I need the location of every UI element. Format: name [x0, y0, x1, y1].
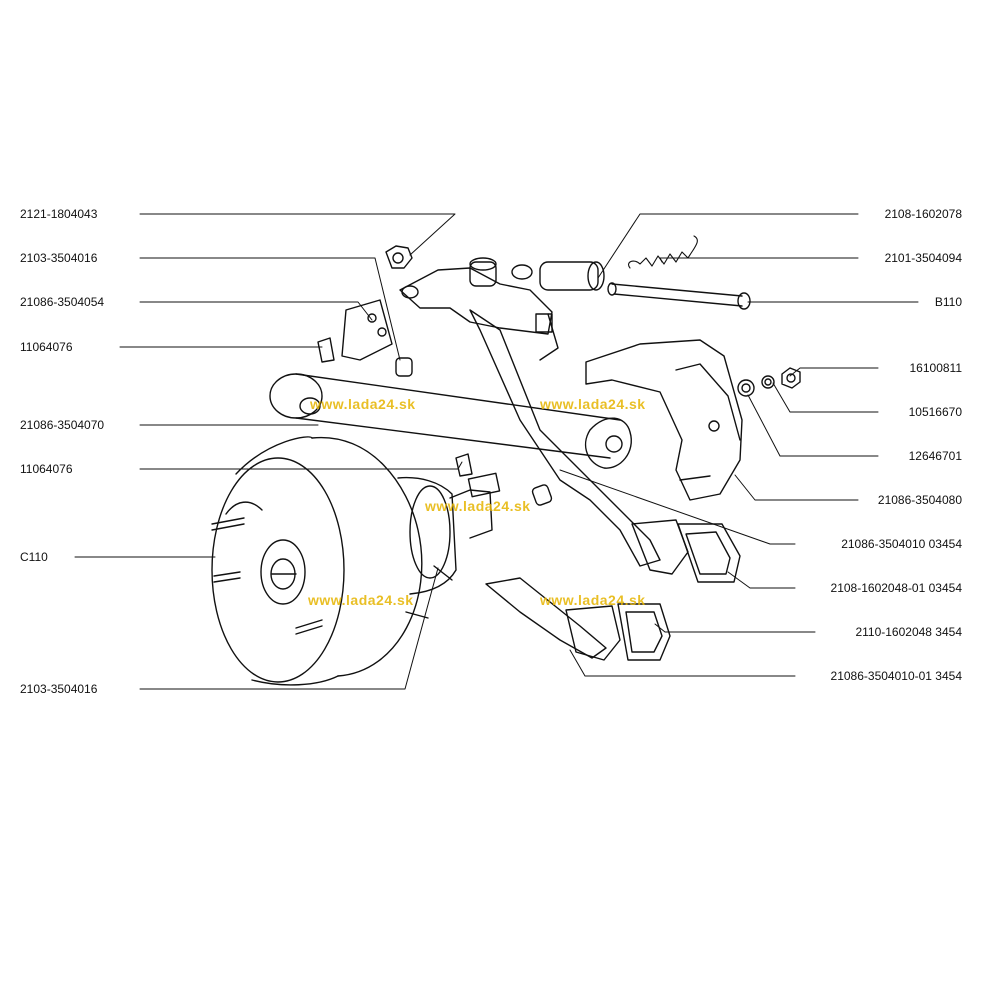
leader-lines — [74, 213, 919, 690]
label-21086-3504070: 21086-3504070 — [20, 418, 105, 432]
label-2108-1602048-01: 2108-1602048-01 03454 — [830, 581, 962, 595]
watermark: www.lada24.sk — [425, 498, 531, 514]
label-21086-3504054: 21086-3504054 — [20, 295, 105, 309]
pin-bushing — [511, 261, 605, 291]
clutch-pedal — [485, 577, 671, 661]
return-spring — [628, 235, 698, 269]
label-16100811: 16100811 — [909, 361, 963, 375]
label-10516670: 10516670 — [908, 405, 962, 419]
washers-nut — [737, 367, 801, 397]
pedal-shaft — [269, 373, 621, 459]
label-2101-3504094: 2101-3504094 — [884, 251, 962, 265]
watermark: www.lada24.sk — [540, 592, 646, 608]
label-11064076-bottom: 11064076 — [20, 462, 73, 476]
label-2103-3504016-top: 2103-3504016 — [20, 251, 98, 265]
label-c110: C110 — [20, 550, 48, 564]
label-2103-3504016-bottom: 2103-3504016 — [20, 682, 98, 696]
nut-top — [385, 245, 413, 269]
label-2110-1602048: 2110-1602048 3454 — [855, 625, 962, 639]
pedal-bracket — [399, 257, 559, 361]
label-21086-3504010-01: 21086-3504010-01 3454 — [830, 669, 962, 683]
clips-and-pins — [317, 299, 553, 506]
label-11064076-top: 11064076 — [20, 340, 73, 354]
axle-pin — [607, 282, 751, 310]
brake-booster — [211, 436, 501, 686]
label-b110: B110 — [934, 295, 962, 309]
watermark: www.lada24.sk — [308, 592, 414, 608]
brake-pedal — [469, 309, 741, 583]
label-12646701: 12646701 — [908, 449, 962, 463]
clutch-bracket — [585, 339, 743, 501]
watermark: www.lada24.sk — [310, 396, 416, 412]
label-21086-3504080: 21086-3504080 — [877, 493, 962, 507]
label-2108-1602078: 2108-1602078 — [884, 207, 962, 221]
label-21086-3504010: 21086-3504010 03454 — [841, 537, 962, 551]
watermark: www.lada24.sk — [540, 396, 646, 412]
label-2121-1804043: 2121-1804043 — [20, 207, 98, 221]
